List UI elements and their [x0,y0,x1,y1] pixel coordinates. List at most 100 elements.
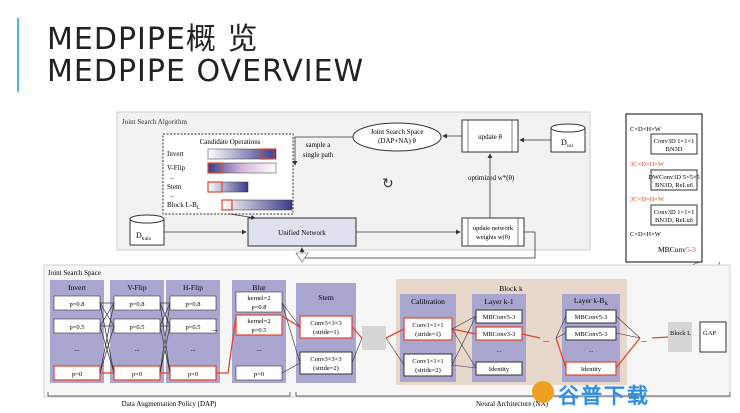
mb-dw2: BN3D, ReLu6 [655,182,694,189]
sample-label-2: single path [303,151,334,159]
dots-between-3: ... [543,335,549,344]
blur-cell-text-b-0: p=0.8 [251,304,266,311]
path-line [555,337,567,369]
link-line [281,302,301,364]
svg-text:(stride=1): (stride=1) [415,331,441,338]
svg-text:Dval: Dval [561,138,574,149]
mb-r1: C×D×H×W [630,126,662,133]
mb-r4: C×D×H×W [630,231,662,238]
svg-text:MBConv5-3: MBConv5-3 [575,331,608,338]
layer-kb-column: Layer k-BK MBConv5-3 MBConv5-3 ... Ident… [562,294,620,382]
vflip-cell-text-1: p=0.5 [129,324,144,331]
blur-cell-text-b-1: p=0.5 [251,327,266,334]
path-line [351,326,363,339]
op-dots-2: ... [170,193,175,199]
dap-columns: Invertp=0.8p=0.5...p=0V-Flipp=0.8p=0.5..… [50,280,286,383]
dots-between-4: ... [641,335,647,344]
mb-conv-b1: Conv3D 1×1×1 [654,209,695,216]
vflip-cell-text-0: p=0.8 [129,301,144,308]
vflip-cell-dots: ... [134,345,140,353]
link-line [281,302,301,328]
op-bars [207,148,293,211]
svg-text:Calibration: Calibration [411,297,445,306]
invert-cell-text-0: p=0.8 [69,301,84,308]
svg-text:Layer k-BK: Layer k-BK [574,296,609,307]
candidate-ops-title: Candidate Operations [200,138,261,146]
path-line [451,328,477,335]
slide-title-en: MEDPIPE OVERVIEW [47,54,365,89]
sample-label-1: sample a [306,141,332,149]
dap-label: Data Augmentation Policy (DAP) [122,400,217,408]
path-line [227,315,237,374]
down-arrow-icon [295,252,309,263]
layer-k1-column: Layer k-1 MBConv5-3 MBConv3-3 ... Identi… [472,294,526,382]
joint-search-algorithm-figure: Joint Search Algorithm Candidate Operati… [116,111,591,263]
svg-text:Dtrain: Dtrain [136,231,151,242]
svg-text:(stride=2): (stride=2) [415,367,441,374]
link-line [385,337,405,366]
block-l-node [668,322,692,352]
op-block: Block L-BL [167,201,200,211]
link-line [351,337,363,364]
slide-title-cn: MEDPIPE概 览 [47,22,259,57]
invert-title: Invert [68,283,87,292]
path-line [521,333,541,339]
svg-text:...: ... [589,347,594,354]
svg-text:Conv1×1×1: Conv1×1×1 [412,322,443,329]
link-line [451,315,477,330]
stem-output-node [362,326,386,350]
svg-text:...: ... [497,347,502,354]
stem-column: Stem Conv3×3×3 (stride=1) Conv3×3×3 (str… [296,283,356,383]
block-l-label: Block L [670,330,691,337]
link-line [99,302,115,327]
unified-network: Unified Network [278,229,326,237]
blur-cell-text-a-0: kernel=2 [247,295,270,302]
mb-dw1: DWConv3D 5×5×5 [648,174,700,181]
svg-text:Conv3×3×3: Conv3×3×3 [310,356,341,363]
link-line [99,302,115,374]
watermark-text: 谷普下载 [558,384,650,408]
block-k-label: Block k [499,284,523,293]
path-line [385,328,405,339]
link-line [555,332,567,339]
blur-cell-0 [235,291,283,313]
svg-text:MBConv3-3: MBConv3-3 [483,331,516,338]
op-dots-1: ... [170,175,175,181]
blur-cell-text-3: p=0 [254,371,264,378]
vflip-cell-text-3: p=0 [132,371,142,378]
link-line [451,364,477,369]
mb-conv-a2: BN3D [666,146,683,153]
link-line [159,325,171,374]
mb-r3: 3C×D×H×W [630,196,665,203]
svg-text:MBConv5-3: MBConv5-3 [575,314,608,321]
jss-line1: Joint Search Space [371,128,424,136]
svg-text:Identity: Identity [581,366,602,373]
mb-conv-b2: BN3D, ReLu6 [655,217,694,224]
link-line [615,332,641,339]
mb-caption: MBConv5-3 [658,245,696,254]
svg-text:MBConv5-3: MBConv5-3 [483,314,516,321]
svg-text:Conv1×1×1: Conv1×1×1 [412,358,443,365]
mb-conv-a1: Conv3D 1×1×1 [654,138,695,145]
link-line [451,315,477,366]
path-line [281,315,301,328]
na-label: Neural Architecture (NA) [476,400,549,408]
update-net-2: weights w(θ) [476,234,510,241]
svg-text:Layer k-1: Layer k-1 [484,297,514,306]
calibration-column: Calibration Conv1×1×1 (stride=1) Conv1×1… [400,294,456,382]
path-line [651,336,669,339]
op-stem: Stem [167,183,182,191]
link-line [99,325,115,374]
gap-node [699,321,727,353]
op-invert: Invert [167,150,184,158]
link-line [159,302,171,327]
hflip-title: H-Flip [183,283,203,292]
blur-cell-text-a-1: kernel=2 [247,318,270,325]
op-vflip: V-Flip [167,164,186,172]
mbconv-panel: C×D×H×W Conv3D 1×1×1 BN3D 3C×D×H×W DWCon… [589,113,721,301]
watermark-logo-icon [532,381,554,403]
